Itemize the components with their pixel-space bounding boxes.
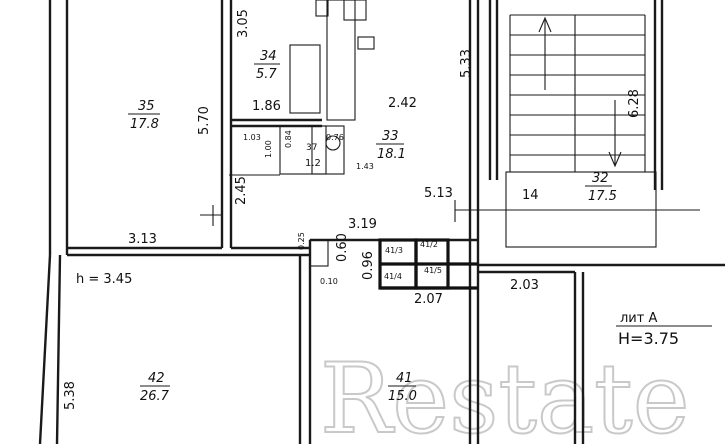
closet-415-label: 41/5	[424, 266, 442, 275]
dim-010: 0.10	[320, 277, 338, 286]
ceiling-height-label: h = 3.45	[76, 272, 132, 287]
room-35-area: 17.8	[130, 117, 159, 132]
room-41-area: 15.0	[388, 389, 417, 404]
dim-319: 3.19	[348, 217, 377, 232]
dim-245: 2.45	[234, 176, 249, 205]
room-41-number: 41	[396, 371, 413, 386]
dim-533: 5.33	[459, 49, 474, 78]
closet-413-label: 41/3	[385, 246, 403, 255]
closet-412-label: 41/2	[420, 240, 438, 249]
room-37-number: 37	[306, 143, 317, 153]
dim-538: 5.38	[63, 381, 78, 410]
room-37-area: 1.2	[305, 158, 321, 169]
dim-025: 0.25	[297, 232, 306, 250]
dim-305: 3.05	[236, 9, 251, 38]
closet-414-label: 41/4	[384, 272, 402, 281]
room-33-number: 33	[382, 129, 399, 144]
dim-060: 0.60	[335, 233, 350, 262]
room-34-area: 5.7	[256, 67, 277, 82]
building-height-label: H=3.75	[618, 329, 679, 348]
watermark: Restate	[320, 343, 690, 444]
dim-084: 0.84	[284, 130, 293, 148]
arrow-down-icon	[608, 151, 622, 168]
dim-143: 1.43	[356, 162, 374, 171]
dim-103: 1.03	[243, 133, 261, 142]
liter-label: лит А	[620, 311, 657, 326]
dim-096: 0.96	[361, 251, 376, 280]
room-42-area: 26.7	[140, 389, 170, 404]
dim-513: 5.13	[424, 186, 453, 201]
room-32-area: 17.5	[588, 189, 617, 204]
annotations: h = 3.45 лит А H=3.75	[76, 272, 712, 348]
dim-076: 0.76	[326, 133, 344, 142]
dim-242: 2.42	[388, 96, 417, 111]
room-35-number: 35	[138, 99, 155, 114]
toilet-fixture	[325, 135, 341, 151]
room-42-number: 42	[148, 371, 165, 386]
dim-14: 14	[522, 188, 539, 203]
dim-100: 1.00	[264, 140, 273, 158]
dim-570: 5.70	[197, 106, 212, 135]
room-labels: 35 17.8 34 5.7 33 18.1 37 1.2 32 17.5 42…	[128, 49, 617, 404]
room-32-number: 32	[592, 171, 609, 186]
dim-207: 2.07	[414, 292, 443, 307]
arrow-up-icon	[538, 16, 552, 33]
dim-186: 1.86	[252, 99, 281, 114]
dim-628: 6.28	[627, 89, 642, 118]
dim-313: 3.13	[128, 232, 157, 247]
stove-fixture	[289, 44, 321, 114]
room-34-number: 34	[260, 49, 277, 64]
closets	[200, 200, 478, 290]
dimension-labels: 5.70 3.05 1.86 2.42 5.33 6.28 2.45 3.13 …	[63, 9, 642, 410]
staircase	[455, 14, 700, 248]
kitchen-fixtures	[229, 0, 375, 176]
room-33-area: 18.1	[377, 147, 406, 162]
dim-203: 2.03	[510, 278, 539, 293]
